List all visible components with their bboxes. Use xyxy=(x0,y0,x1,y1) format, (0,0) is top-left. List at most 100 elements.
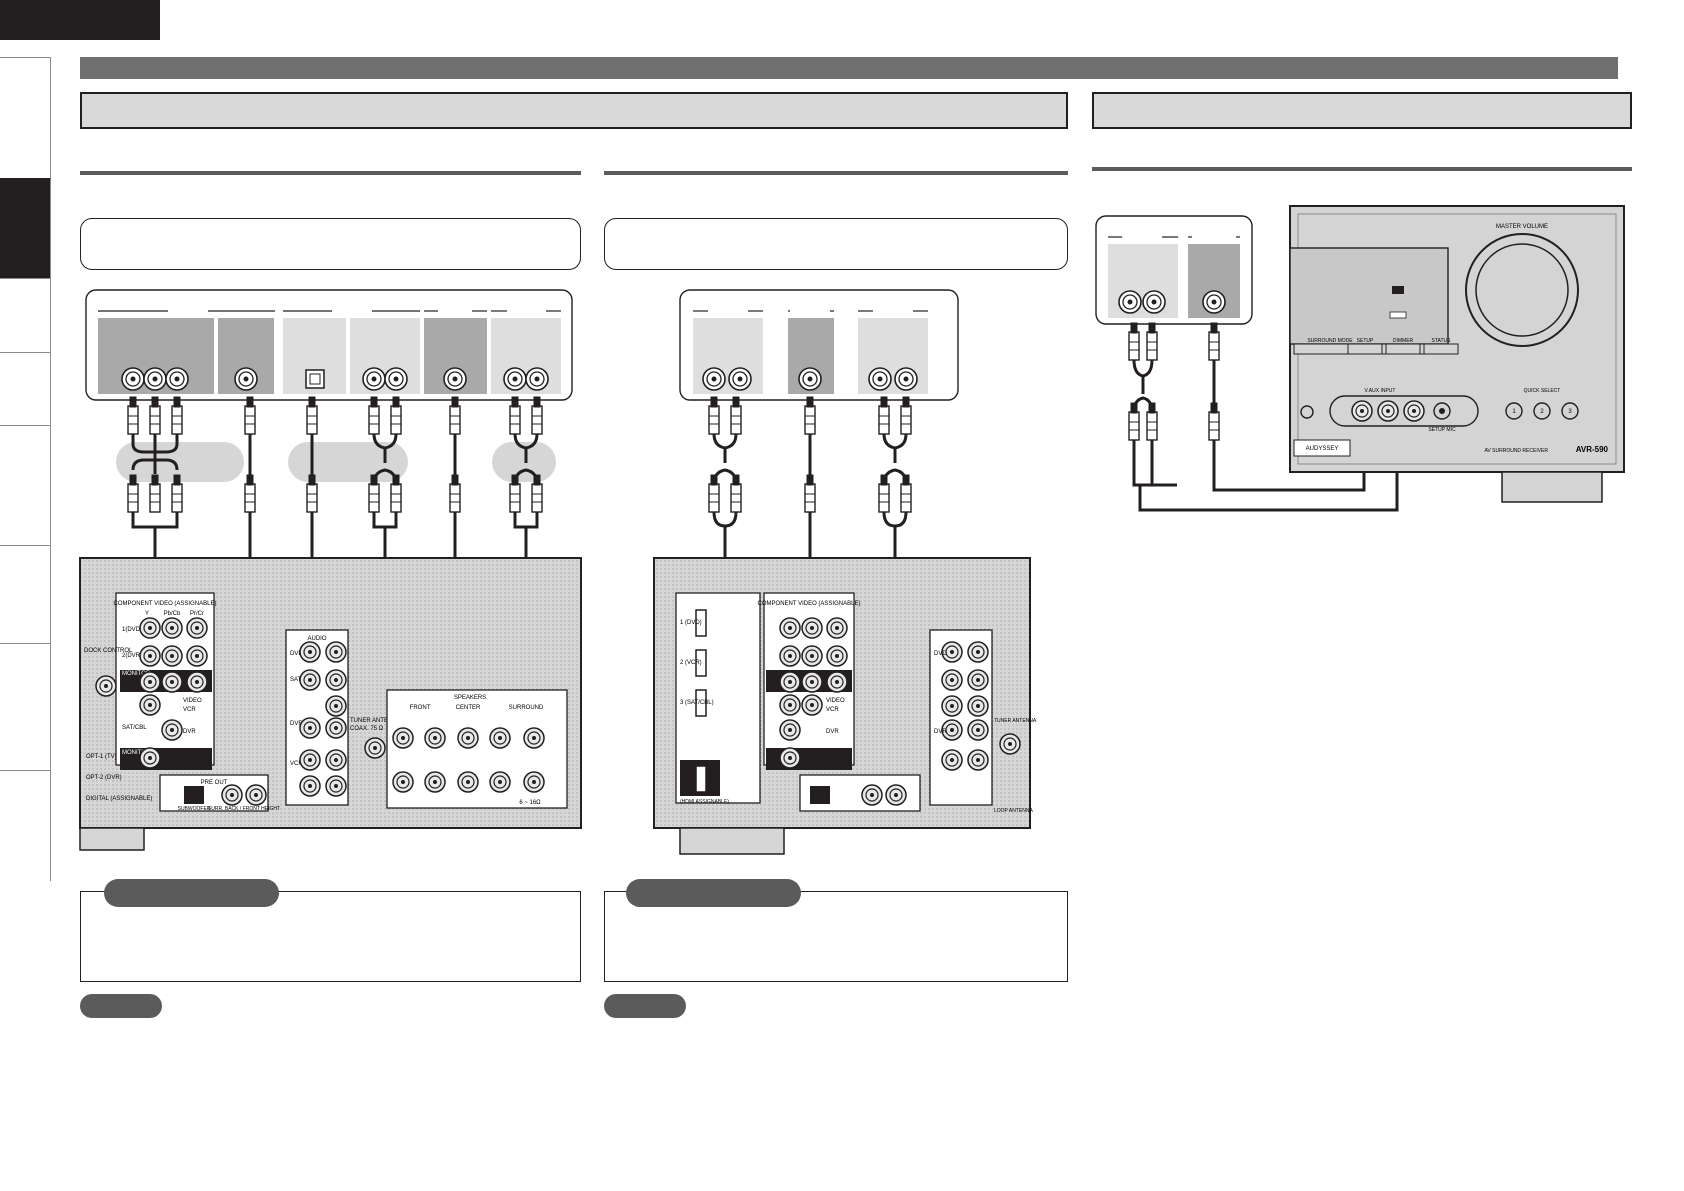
svg-text:SETUP: SETUP xyxy=(1357,338,1374,344)
svg-text:2 (VCR): 2 (VCR) xyxy=(680,660,702,666)
device-panel-right xyxy=(1095,215,1253,325)
svg-text:SPEAKERS: SPEAKERS xyxy=(454,695,486,701)
receiver-front-panel: MASTER VOLUME SURROUND MODE SETUP DIMMER… xyxy=(1289,205,1625,503)
svg-text:Pb/Cb: Pb/Cb xyxy=(164,611,181,617)
svg-text:VCR: VCR xyxy=(290,761,303,767)
svg-text:SETUP MIC: SETUP MIC xyxy=(1428,427,1456,433)
cable-label-bubble-3 xyxy=(492,442,556,482)
svg-text:3 (SAT/CBL): 3 (SAT/CBL) xyxy=(680,700,714,706)
section-header-front-panel xyxy=(1092,92,1632,129)
svg-text:Pr/Cr: Pr/Cr xyxy=(190,611,204,617)
svg-text:SURROUND: SURROUND xyxy=(509,705,544,711)
side-tab-3[interactable] xyxy=(0,278,51,353)
svg-text:(HDMI ASSIGNABLE): (HDMI ASSIGNABLE) xyxy=(680,799,729,805)
svg-text:CENTER: CENTER xyxy=(456,705,481,711)
svg-text:DVR: DVR xyxy=(826,729,839,735)
status-button[interactable] xyxy=(1423,343,1459,355)
side-tab-1[interactable] xyxy=(0,57,51,179)
device-panel-left xyxy=(85,289,573,401)
svg-text:DVR: DVR xyxy=(934,729,947,735)
receiver-rear-panel-left: COMPONENT VIDEO (ASSIGNABLE) Y Pb/Cb Pr/… xyxy=(79,557,582,851)
svg-text:COMPONENT VIDEO (ASSIGNABLE): COMPONENT VIDEO (ASSIGNABLE) xyxy=(758,601,861,607)
svg-text:SURR. BACK / FRONT HEIGHT: SURR. BACK / FRONT HEIGHT xyxy=(208,806,280,812)
svg-text:3: 3 xyxy=(1568,409,1572,415)
svg-text:1(DVD): 1(DVD) xyxy=(122,627,142,633)
svg-text:VCR: VCR xyxy=(826,707,839,713)
svg-text:SURROUND MODE: SURROUND MODE xyxy=(1307,338,1353,344)
receiver-foot xyxy=(1501,471,1603,503)
info-box-middle xyxy=(604,218,1068,270)
svg-text:VIDEO: VIDEO xyxy=(826,698,845,704)
side-tab-5[interactable] xyxy=(0,425,51,546)
chapter-header-bar xyxy=(80,57,1618,79)
svg-text:MONITOR: MONITOR xyxy=(122,671,151,677)
dimmer-button[interactable] xyxy=(1385,343,1421,355)
svg-text:1 (DVD): 1 (DVD) xyxy=(680,620,702,626)
subsection-rule-left xyxy=(80,171,581,175)
svg-text:AUDYSSEY: AUDYSSEY xyxy=(1306,446,1339,452)
audyssey-badge xyxy=(1293,439,1351,457)
side-tab-8[interactable] xyxy=(0,770,51,881)
language-tab[interactable] xyxy=(0,0,160,40)
cable-label-bubble-2 xyxy=(288,442,408,482)
subsection-rule-middle xyxy=(604,171,1068,175)
hd-badge xyxy=(1392,286,1404,294)
power-button[interactable] xyxy=(1300,405,1314,419)
device-panel-middle xyxy=(679,289,959,401)
info-box-left xyxy=(80,218,581,270)
svg-text:DVR: DVR xyxy=(183,729,196,735)
svg-text:TUNER ANTENNA: TUNER ANTENNA xyxy=(994,718,1037,724)
side-tab-4[interactable] xyxy=(0,352,51,426)
pre-out-section xyxy=(159,774,269,812)
svg-text:AV SURROUND RECEIVER: AV SURROUND RECEIVER xyxy=(1484,448,1548,454)
svg-text:VIDEO: VIDEO xyxy=(183,698,202,704)
audio-out-block-r xyxy=(1108,244,1178,318)
svg-text:DOCK CONTROL: DOCK CONTROL xyxy=(84,648,133,654)
svg-text:SAT/CBL: SAT/CBL xyxy=(122,725,147,731)
subsection-rule-right xyxy=(1092,167,1632,171)
side-tab-6[interactable] xyxy=(0,545,51,644)
note-label-pill-left xyxy=(80,994,162,1018)
svg-text:QUICK SELECT: QUICK SELECT xyxy=(1524,388,1561,394)
svg-text:DVD: DVD xyxy=(290,651,303,657)
section-header-connections xyxy=(80,92,1068,129)
setup-button[interactable] xyxy=(1347,343,1383,355)
svg-text:DVD: DVD xyxy=(934,651,947,657)
svg-text:DIGITAL (ASSIGNABLE): DIGITAL (ASSIGNABLE) xyxy=(86,796,152,802)
svg-text:DVR: DVR xyxy=(290,721,303,727)
quick-select-2[interactable] xyxy=(1533,402,1551,420)
side-tab-2[interactable] xyxy=(0,178,51,279)
svg-text:AUDIO: AUDIO xyxy=(307,636,326,642)
receiver-model: AVR-590 xyxy=(1576,445,1609,454)
svg-text:OPT-2 (DVR): OPT-2 (DVR) xyxy=(86,775,122,781)
svg-text:2(DVR): 2(DVR) xyxy=(122,653,142,659)
svg-text:COAX. 75 Ω: COAX. 75 Ω xyxy=(350,726,384,732)
svg-text:6 ~ 16Ω: 6 ~ 16Ω xyxy=(519,800,541,806)
svg-text:FRONT: FRONT xyxy=(410,705,431,711)
note-heading-pill-left xyxy=(104,879,279,907)
svg-text:TUNER ANTENNA: TUNER ANTENNA xyxy=(350,718,401,724)
note-label-pill-middle xyxy=(604,994,686,1018)
svg-text:Y: Y xyxy=(145,611,149,617)
svg-text:VCR: VCR xyxy=(183,707,196,713)
quick-select-1[interactable] xyxy=(1505,402,1523,420)
svg-text:MONITOR: MONITOR xyxy=(122,750,151,756)
note-heading-pill-middle xyxy=(626,879,801,907)
master-volume-label: MASTER VOLUME xyxy=(1496,224,1548,230)
side-tab-7[interactable] xyxy=(0,643,51,771)
svg-text:PRE OUT: PRE OUT xyxy=(201,780,228,786)
front-display xyxy=(1289,247,1449,345)
svg-text:2: 2 xyxy=(1540,409,1544,415)
audio-out-block-m2 xyxy=(858,318,928,394)
receiver-rear-panel-middle: 1 (DVD) 2 (VCR) 3 (SAT/CBL) (HDMI ASSIGN… xyxy=(653,557,1037,855)
svg-text:OPT-1 (TV): OPT-1 (TV) xyxy=(86,754,117,760)
optical-jack xyxy=(305,369,325,389)
svg-text:SUBWOOFER: SUBWOOFER xyxy=(178,806,211,812)
svg-text:V.AUX INPUT: V.AUX INPUT xyxy=(1365,388,1396,394)
component-video-label: COMPONENT VIDEO (ASSIGNABLE) xyxy=(114,601,217,607)
svg-text:LOOP ANTENNA: LOOP ANTENNA xyxy=(994,808,1033,814)
svg-text:DIMMER: DIMMER xyxy=(1393,338,1414,344)
svg-text:STATUS: STATUS xyxy=(1432,338,1452,344)
quick-select-3[interactable] xyxy=(1561,402,1579,420)
